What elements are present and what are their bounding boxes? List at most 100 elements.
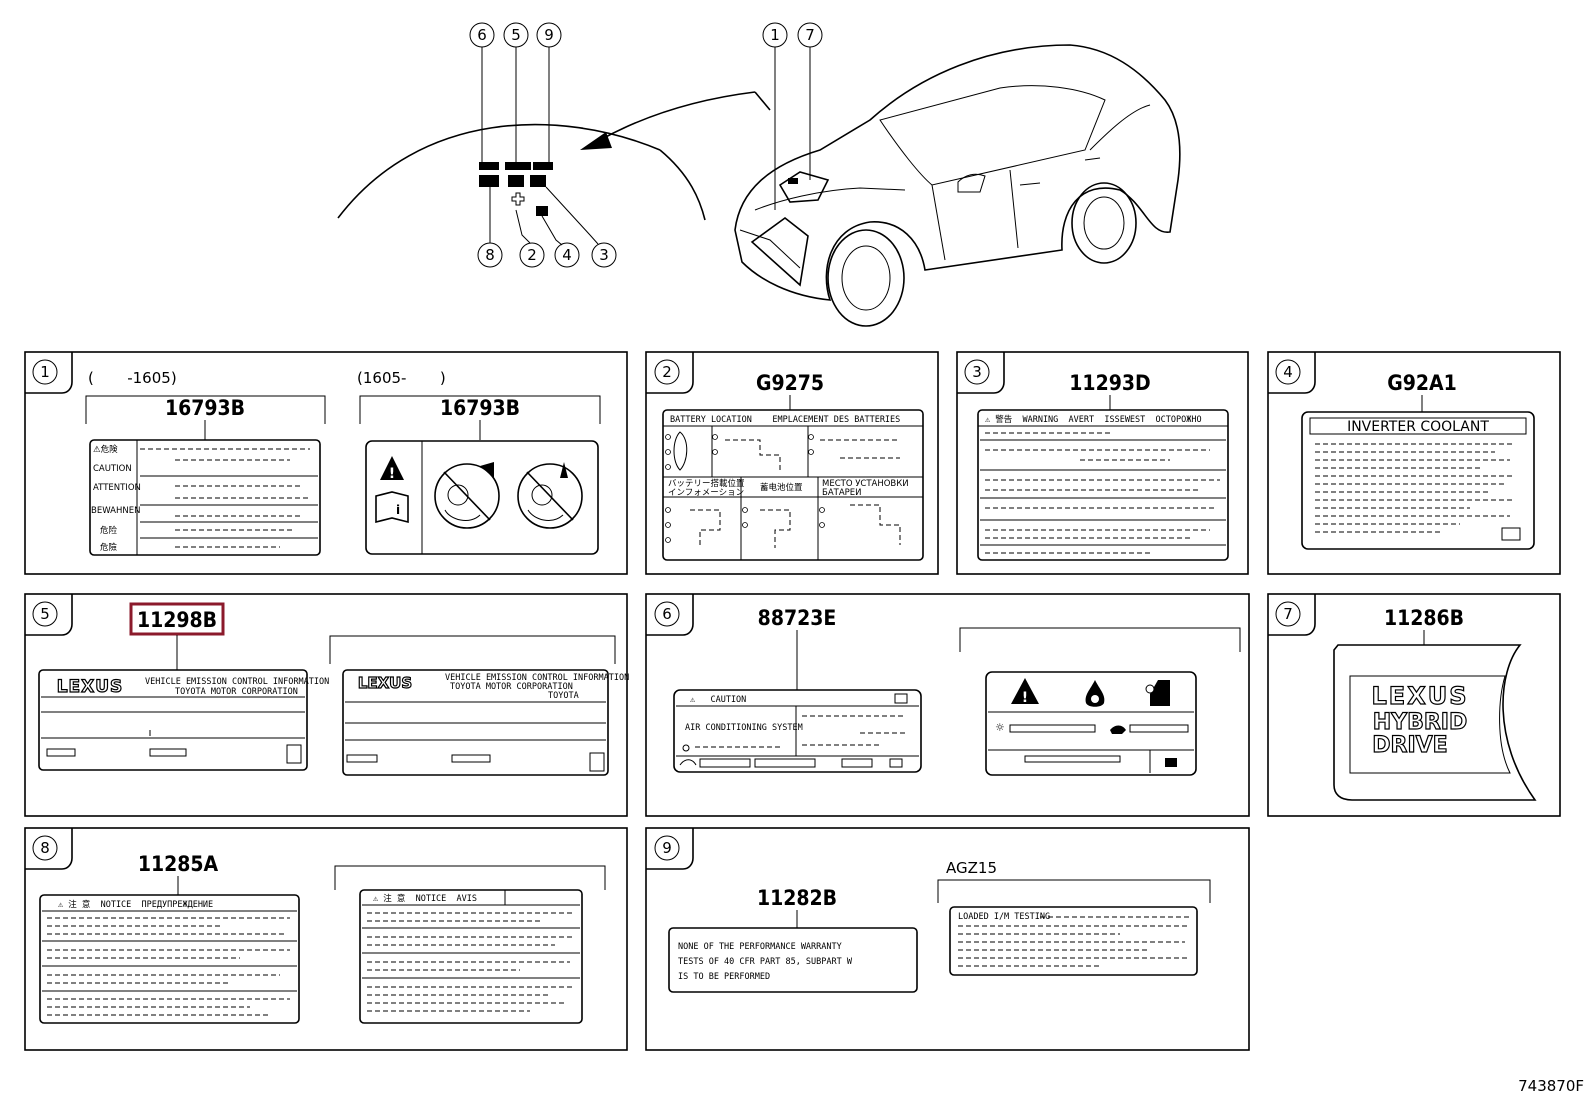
panel-tab-6: 6 [646, 594, 694, 636]
panel-frames [24, 351, 1561, 1051]
svg-text:AIR CONDITIONING SYSTEM: AIR CONDITIONING SYSTEM [685, 723, 803, 733]
svg-text:!: ! [389, 466, 395, 482]
svg-text:VEHICLE EMISSION CONTROL INFOR: VEHICLE EMISSION CONTROL INFORMATION [445, 673, 629, 683]
label-11282b-warranty: NONE OF THE PERFORMANCE WARRANTY TESTS O… [668, 927, 918, 993]
label-11298b-left: LEXUS VEHICLE EMISSION CONTROL INFORMATI… [38, 669, 329, 771]
svg-text:危險: 危險 [100, 542, 118, 553]
placeholder-text-lines [140, 448, 318, 548]
panel-2: G9275 BATTERY LOCATION EMPLACEMENT DES B… [662, 371, 924, 561]
person-manual-icon [1150, 680, 1170, 706]
svg-text:⚠ 注 意 NOTICE ПРЕДУПРЕЖДЕНИЕ: ⚠ 注 意 NOTICE ПРЕДУПРЕЖДЕНИЕ [58, 899, 213, 910]
svg-text:4: 4 [1283, 363, 1293, 381]
range-label: ( -1605) [88, 369, 177, 387]
label-loaded-im-testing: LOADED I/M TESTING [949, 906, 1198, 976]
svg-text:インフォメーション: インフォメーション [668, 488, 744, 498]
svg-text:3: 3 [972, 363, 982, 381]
callout-2: 2 [527, 246, 537, 264]
svg-text:7: 7 [1283, 605, 1293, 623]
part-number: G9275 [756, 371, 824, 395]
svg-text:7: 7 [805, 26, 815, 44]
rear-wheel [1071, 182, 1137, 264]
label-title: BATTERY LOCATION EMPLACEMENT DES BATTERI… [670, 415, 900, 425]
part-number: 11286B [1384, 606, 1464, 630]
svg-text:1: 1 [40, 363, 50, 381]
svg-text:i: i [396, 503, 400, 517]
svg-text:1: 1 [770, 26, 780, 44]
variant-label: AGZ15 [946, 859, 997, 877]
svg-text:2: 2 [662, 363, 672, 381]
panel-3: 11293D ⚠ 警告 WARNING AVERT ISSEWEST OCTOP… [977, 371, 1229, 561]
lexus-logo-icon: LEXUS [57, 677, 124, 697]
spindle-grille [750, 216, 809, 287]
arrowhead-icon [580, 132, 612, 150]
panel-4: G92A1 INVERTER COOLANT [1301, 371, 1535, 550]
svg-text:⚠ CAUTION: ⚠ CAUTION [690, 695, 746, 705]
sun-icon: ☼ [995, 721, 1005, 734]
part-number: 11282B [757, 886, 837, 910]
panel-9: 11282B AGZ15 NONE OF THE PERFORMANCE WAR… [668, 859, 1211, 993]
svg-text:!: ! [1022, 690, 1028, 706]
panel-tab-8: 8 [25, 828, 73, 870]
jp-battery-text: バッテリー搭載位置 [668, 478, 745, 489]
svg-text:NONE OF THE PERFORMANCE WA: NONE OF THE PERFORMANCE WARRANTY [678, 942, 842, 952]
svg-text:⚠ 注 意 NOTICE AVIS: ⚠ 注 意 NOTICE AVIS [373, 893, 477, 904]
drive-word: DRIVE [1372, 733, 1447, 758]
panel-tab-4: 4 [1268, 352, 1316, 394]
warning-triangle-icon [1011, 678, 1039, 704]
flame-icon [1085, 680, 1105, 707]
hood-edge [659, 149, 706, 221]
svg-text:VEHICLE EMISSION CONTROL INFOR: VEHICLE EMISSION CONTROL INFORMATION [145, 677, 329, 687]
svg-text:5: 5 [40, 605, 50, 623]
label-11285a-left: ⚠ 注 意 NOTICE ПРЕДУПРЕЖДЕНИЕ [39, 894, 300, 1024]
svg-text:BEWAHNEN: BEWAHNEN [91, 506, 140, 516]
label-88723e-warnings: ! ☼ [985, 671, 1197, 776]
svg-text:危险: 危险 [100, 525, 118, 536]
callout-3: 3 [599, 246, 609, 264]
hood-outline [337, 123, 661, 219]
panel-6: 88723E ⚠ CAUTION AIR CONDITIONING SYSTEM [673, 606, 1241, 776]
callout-6: 6 [477, 26, 487, 44]
svg-text:ATTENTION: ATTENTION [93, 483, 141, 493]
no-rear-seat-airbag-icon [517, 462, 583, 529]
part-number: 16793B [440, 396, 520, 420]
highlight-box [129, 602, 225, 636]
label-title: ⚠ 警告 WARNING AVERT ISSEWEST OCTOPOЖНО [985, 414, 1202, 425]
part-number: 16793B [165, 396, 245, 420]
panel-8: 11285A ⚠ 注 意 NOTICE ПРЕДУПРЕЖДЕНИЕ ⚠ 注 意… [39, 852, 606, 1024]
callout-9: 9 [544, 26, 554, 44]
pointer-arrow [599, 91, 756, 141]
callout-5: 5 [511, 26, 521, 44]
panel-number-tabs: 1 2 3 4 5 6 7 8 9 [25, 352, 1316, 870]
callout-8: 8 [485, 246, 495, 264]
callout-1-car: 1 [762, 22, 788, 210]
label-11298b-right: LEXUS VEHICLE EMISSION CONTROL INFORMATI… [342, 669, 629, 776]
panel-tab-3: 3 [957, 352, 1005, 394]
svg-text:6: 6 [662, 605, 672, 623]
svg-text:TOYOTA MOTOR CORPORATION: TOYOTA MOTOR CORPORATION [175, 687, 298, 697]
hood-label-cluster: 6 5 9 8 2 4 3 [469, 22, 617, 268]
svg-text:CAUTION: CAUTION [93, 464, 132, 474]
callout-7-car: 7 [797, 22, 823, 180]
svg-text:TOYOTA: TOYOTA [548, 691, 579, 701]
label-16793b-old: ⚠危険 CAUTION ATTENTION BEWAHNEN 危险 危險 [89, 439, 321, 556]
svg-text:IS TO BE PERFORMED: IS TO BE PERFORMED [678, 972, 770, 982]
vehicle-overview: 1 7 6 5 9 8 2 4 [337, 22, 1181, 327]
cn-battery-text: 蓄电池位置 [760, 482, 803, 493]
callout-4: 4 [562, 246, 572, 264]
svg-text:8: 8 [40, 839, 50, 857]
lexus-logo-icon: LEXUS [358, 674, 412, 692]
part-number: G92A1 [1387, 371, 1457, 395]
panel-tab-2: 2 [646, 352, 694, 394]
warning-triangle-icon [380, 456, 404, 480]
label-88723e-aircon: ⚠ CAUTION AIR CONDITIONING SYSTEM [673, 689, 922, 773]
hybrid-badge-outline [1333, 644, 1537, 801]
suv-drawing [734, 44, 1181, 327]
manual-book-icon [375, 491, 409, 524]
part-number: 11285A [138, 852, 219, 876]
car-icon [894, 693, 908, 704]
no-child-airbag-icon [434, 462, 500, 529]
part-number: 88723E [758, 606, 837, 630]
svg-text:9: 9 [662, 839, 672, 857]
panel-1: ( -1605) (1605- ) 16793B 16793B ⚠危険 CAUT… [85, 369, 601, 556]
